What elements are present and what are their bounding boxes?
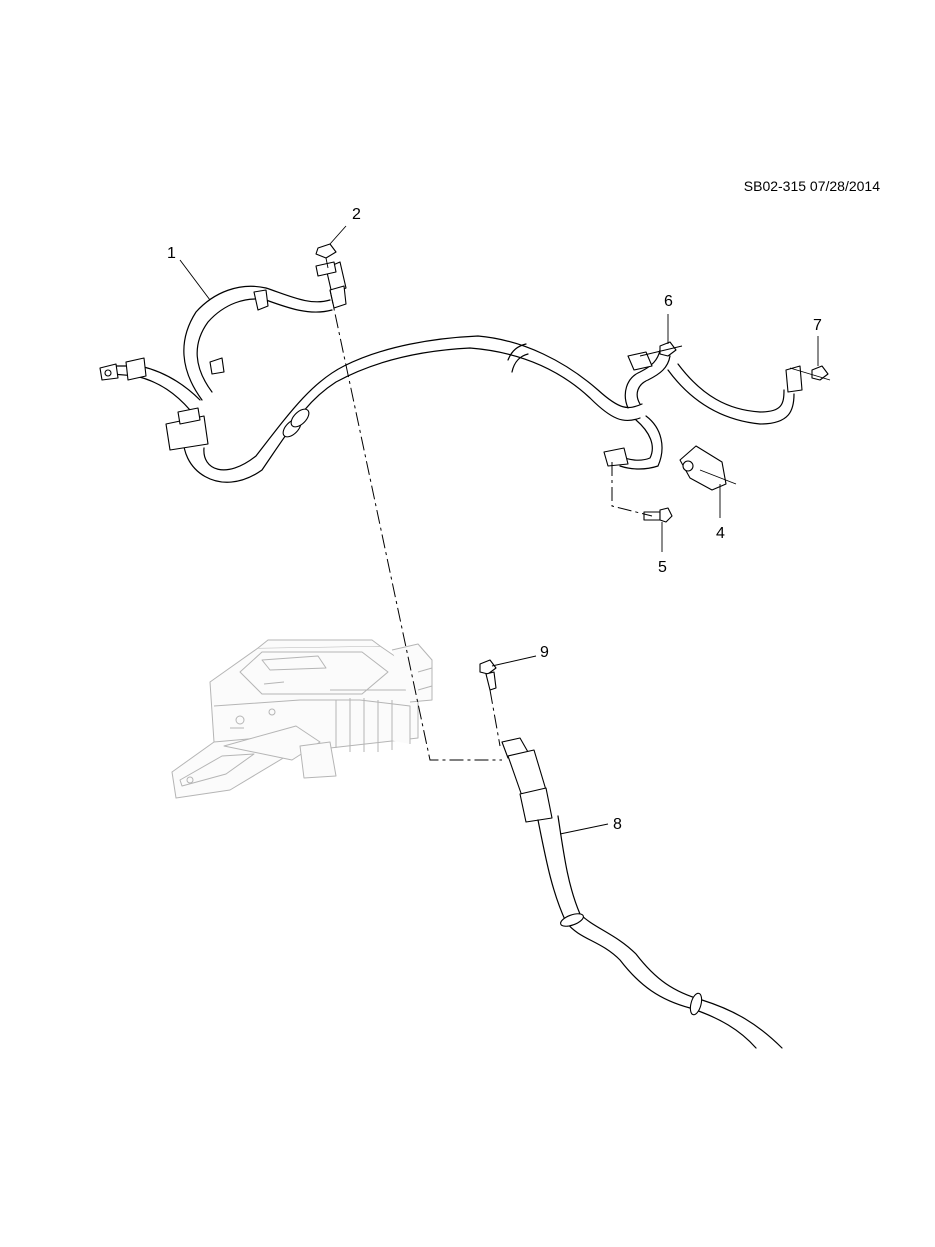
alignment-lines [329,289,653,761]
callout-6: 6 [664,293,673,310]
nut-part-7 [789,365,831,381]
bracket-part-4 [679,445,737,491]
bolt-part-9 [479,659,497,691]
callout-9: 9 [540,644,549,661]
leader-lines [179,225,819,835]
fuse-block-ghost [171,639,433,799]
callout-4: 4 [716,525,725,542]
nut-part-2 [315,243,337,269]
callout-7: 7 [813,317,822,334]
lower-battery-cable [501,737,783,1049]
callout-8: 8 [613,816,622,833]
callout-1: 1 [167,245,176,262]
diagram-reference-code: SB02-315 07/28/2014 [743,178,880,194]
callout-5: 5 [658,559,667,576]
callout-2: 2 [352,206,361,223]
